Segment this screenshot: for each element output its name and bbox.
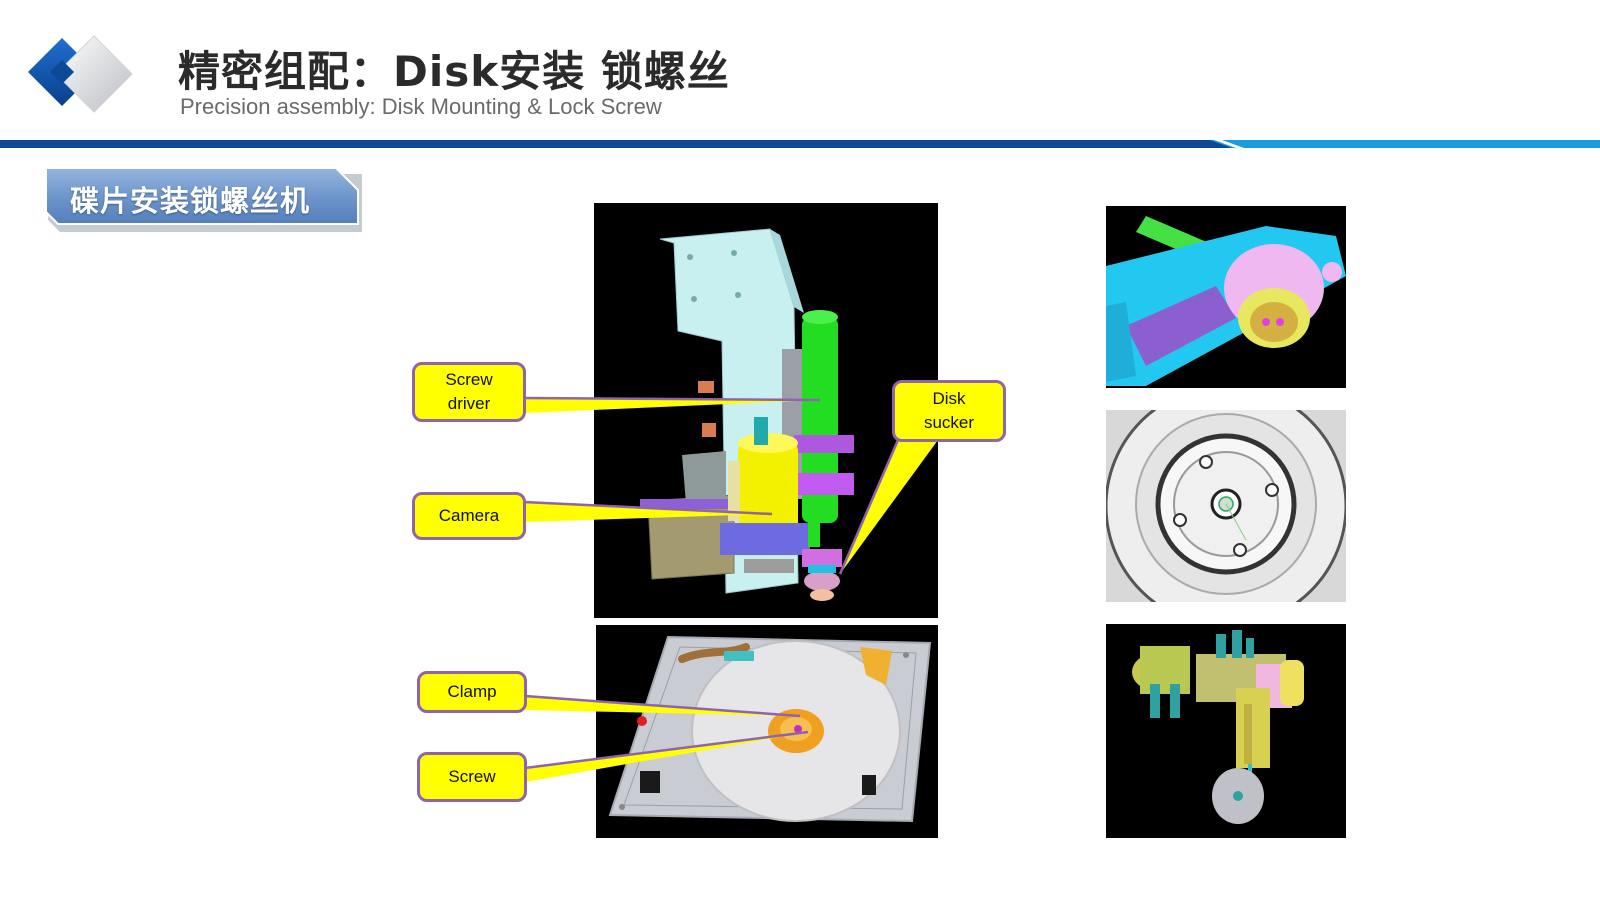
section-label: 碟片安装锁螺丝机 xyxy=(70,184,311,218)
section-tag-shape xyxy=(45,167,362,232)
header-divider-bar xyxy=(0,140,1600,148)
hard-disk-drive-render xyxy=(596,625,938,838)
callout-screw: Screw xyxy=(417,752,527,802)
callout-clamp: Clamp xyxy=(417,671,527,713)
disk-mounting-machine-render xyxy=(594,203,938,618)
callout-disk-sucker: Disk sucker xyxy=(892,380,1006,442)
screw-gripper-render xyxy=(1106,624,1346,838)
chevron-logo-icon xyxy=(28,35,133,113)
callout-screw-driver: Screw driver xyxy=(412,362,526,422)
page-subtitle: Precision assembly: Disk Mounting & Lock… xyxy=(180,94,662,119)
camera-view-photo xyxy=(1106,410,1346,602)
page-title: 精密组配：Disk安装 锁螺丝 xyxy=(178,47,730,96)
disk-sucker-arm-render xyxy=(1106,206,1346,388)
callout-camera: Camera xyxy=(412,492,526,540)
